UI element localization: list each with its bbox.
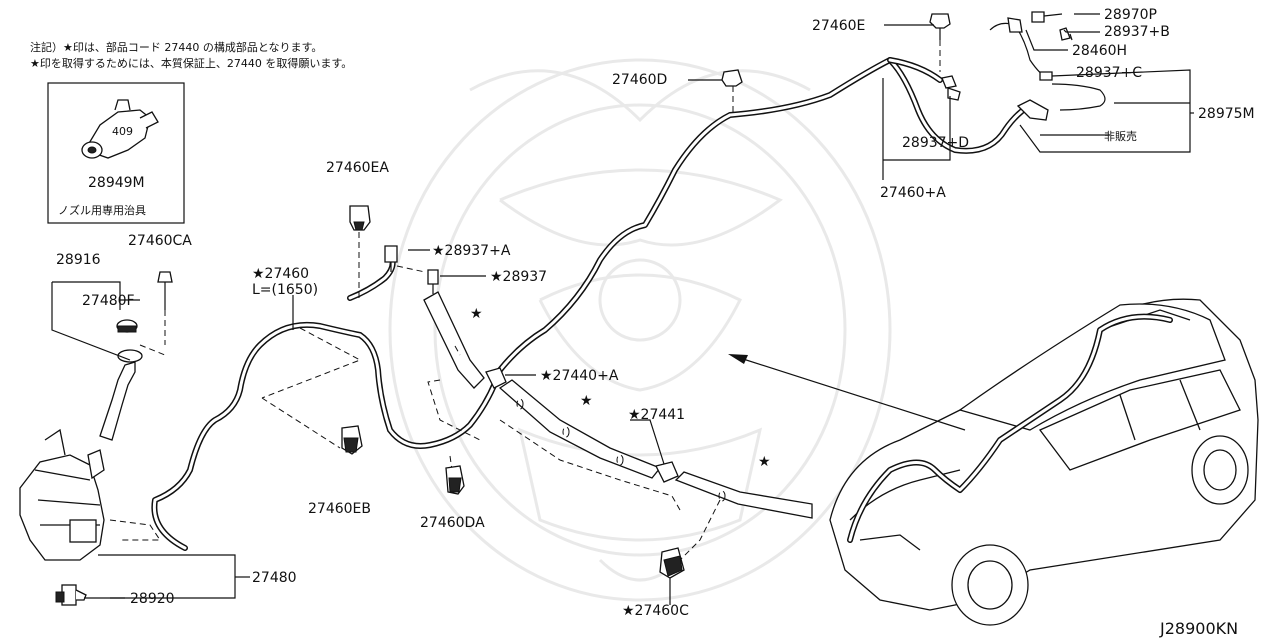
label-27460c: ★27460C bbox=[622, 603, 689, 619]
label-28937c: 28937+C bbox=[1076, 65, 1142, 81]
note-line-1: 注記）★印は、部品コード 27440 の構成部品となります。 bbox=[30, 40, 322, 54]
label-27460ca: 27460CA bbox=[128, 233, 192, 249]
spray-bar-right bbox=[674, 471, 813, 519]
nozzle-hose-segment bbox=[423, 291, 485, 389]
label-28970p: 28970P bbox=[1104, 7, 1157, 23]
label-not-for-sale: 非販売 bbox=[1104, 130, 1137, 143]
washer-tank bbox=[19, 428, 105, 561]
label-star-c: ★ bbox=[758, 454, 771, 470]
car-illustration bbox=[829, 298, 1259, 626]
label-27460eb: 27460EB bbox=[308, 501, 371, 517]
label-28916: 28916 bbox=[56, 252, 101, 268]
leader-lines bbox=[51, 13, 1194, 605]
label-27441: ★27441 bbox=[628, 407, 685, 423]
label-star-a: ★ bbox=[470, 306, 483, 322]
label-27440a: ★27440+A bbox=[540, 368, 619, 384]
joint-27440a bbox=[485, 367, 507, 389]
clip-27460eb bbox=[341, 425, 363, 455]
nozzle-tool-icon: 409 bbox=[81, 99, 159, 159]
connector-28937 bbox=[427, 269, 439, 294]
note-line-2: ★印を取得するためには、本質保証上、27440 を取得願います。 bbox=[30, 56, 352, 70]
svg-text:409: 409 bbox=[112, 125, 133, 138]
label-length: L=(1650) bbox=[252, 282, 318, 298]
rear-nozzle-group bbox=[941, 11, 1106, 121]
label-28949m: 28949M bbox=[88, 175, 145, 191]
label-27480: 27480 bbox=[252, 570, 297, 586]
inset-box: 409 28949M ノズル用専用治具 bbox=[47, 82, 185, 224]
label-27460ea: 27460EA bbox=[326, 160, 389, 176]
label-28920: 28920 bbox=[130, 591, 175, 607]
direction-arrow bbox=[728, 354, 966, 431]
clip-27460da bbox=[445, 465, 465, 495]
clip-27460d bbox=[721, 69, 743, 112]
label-28460h: 28460H bbox=[1072, 43, 1127, 59]
filler-neck bbox=[99, 319, 143, 441]
clip-27460e bbox=[929, 13, 951, 72]
connector-28937a bbox=[384, 245, 426, 273]
label-star-b: ★ bbox=[580, 393, 593, 409]
bolt-27460ca bbox=[157, 271, 173, 345]
pump-28920 bbox=[55, 584, 87, 606]
label-27460a: 27460+A bbox=[880, 185, 946, 201]
inset-caption: ノズル用専用治具 bbox=[58, 203, 146, 217]
label-27460d: 27460D bbox=[612, 72, 667, 88]
label-27460: ★27460 bbox=[252, 266, 309, 282]
diagram-code: J28900KN bbox=[1159, 619, 1238, 638]
watermark-emblem bbox=[388, 58, 892, 602]
label-27460e: 27460E bbox=[812, 18, 865, 34]
dashed-leaders bbox=[109, 327, 721, 561]
label-28937d: 28937+D bbox=[902, 135, 969, 151]
label-27480f: 27480F bbox=[82, 293, 135, 309]
label-28937a: ★28937+A bbox=[432, 243, 511, 259]
label-27460da: 27460DA bbox=[420, 515, 485, 531]
clip-27460c bbox=[659, 547, 685, 579]
joint-27441 bbox=[655, 461, 679, 483]
clip-27460ea bbox=[349, 205, 371, 300]
label-28937: ★28937 bbox=[490, 269, 547, 285]
label-28975m: 28975M bbox=[1198, 106, 1255, 122]
label-28937b: 28937+B bbox=[1104, 24, 1170, 40]
